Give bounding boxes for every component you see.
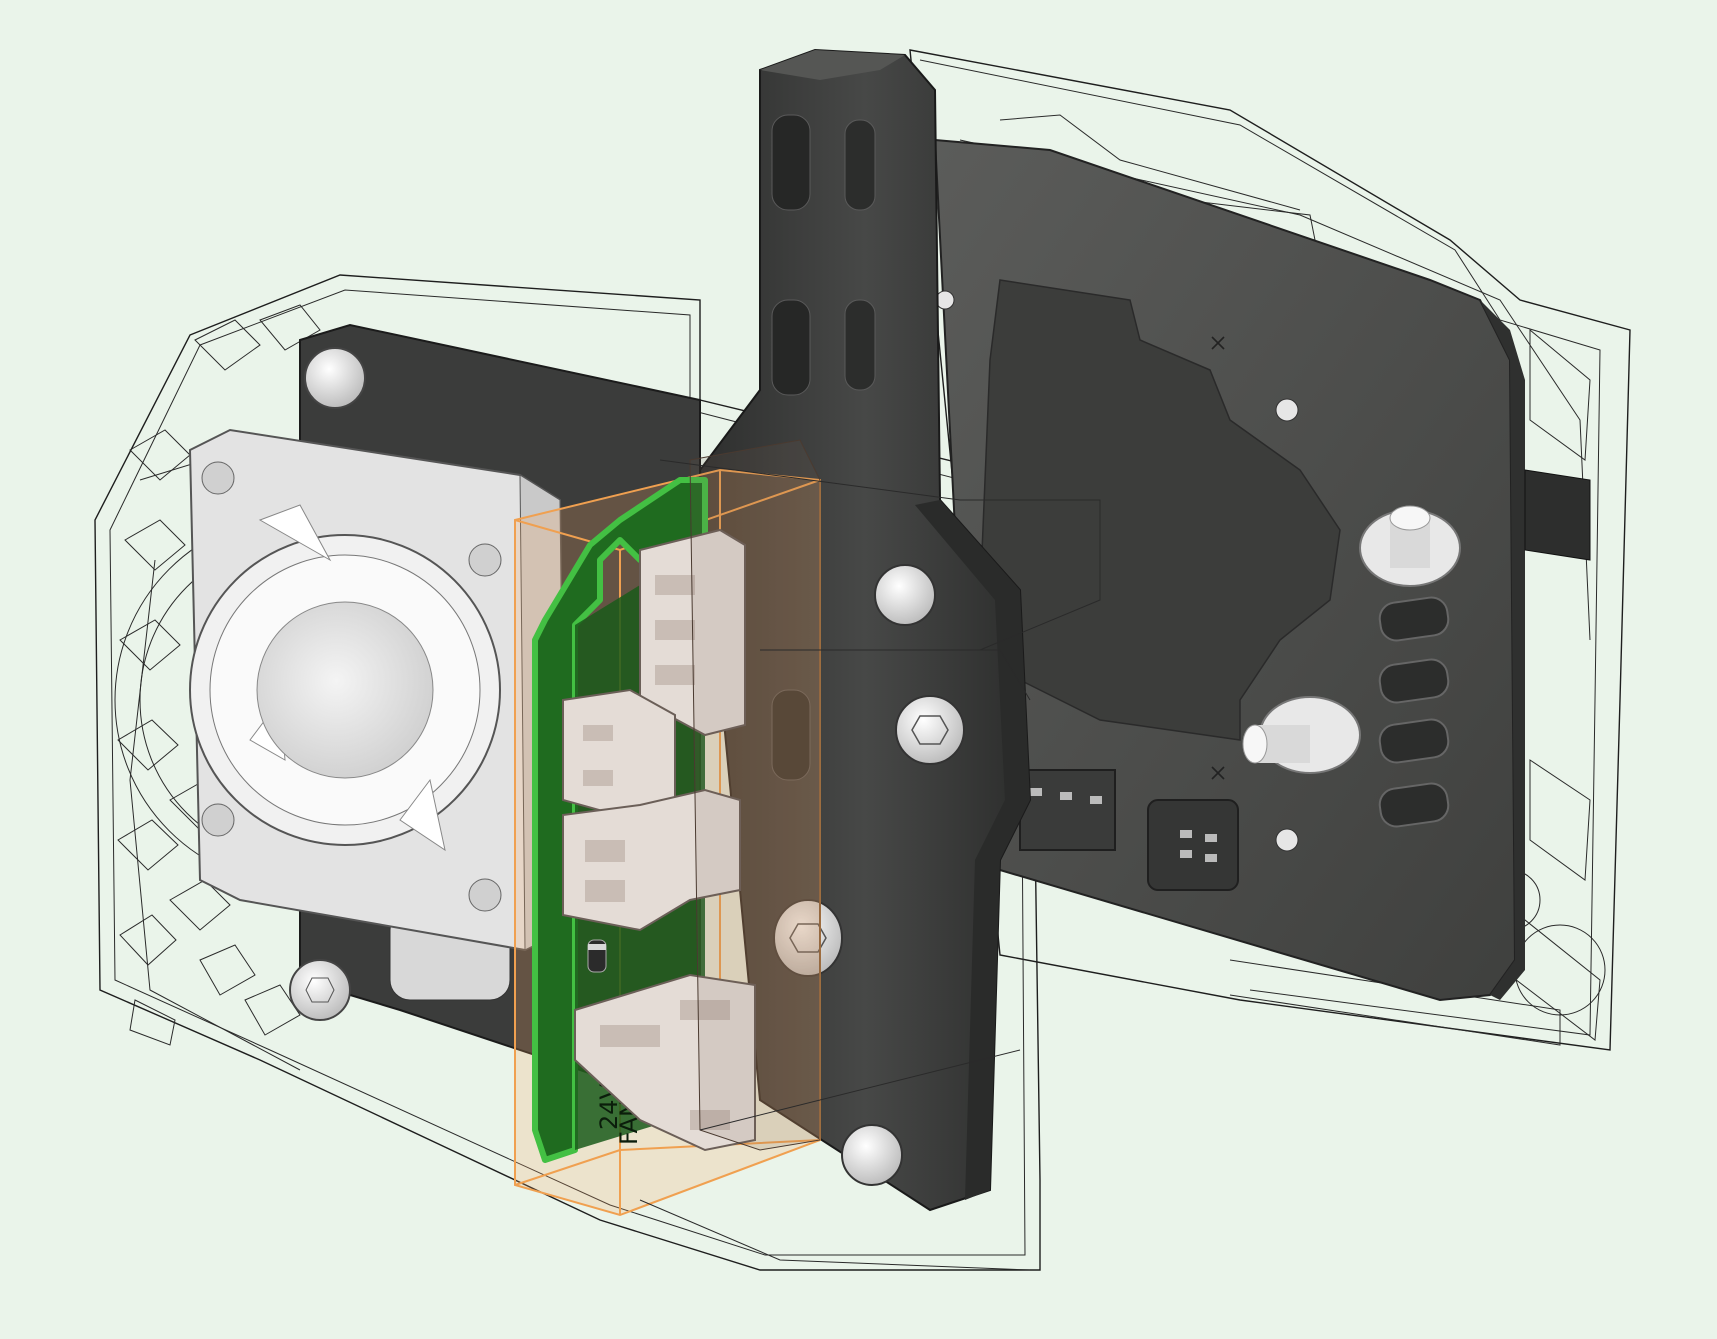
fan-icon[interactable]: [188, 428, 567, 952]
screw-icon[interactable]: [773, 899, 843, 977]
screw-icon[interactable]: [841, 1124, 903, 1186]
diode: [587, 939, 607, 973]
point-marker-icon: [1211, 766, 1225, 780]
cable-duct-ghost: [689, 439, 821, 1151]
screw-icon[interactable]: [289, 959, 351, 1021]
standoff-bottom[interactable]: [1242, 696, 1361, 774]
standoff-top[interactable]: [1359, 505, 1461, 587]
overlay-wireframe: [639, 459, 1101, 1271]
screw-icon[interactable]: [895, 695, 965, 765]
carriage-plate[interactable]: [933, 138, 1591, 1002]
connector-icon[interactable]: [574, 973, 756, 1152]
point-marker-icon: [1211, 336, 1225, 350]
connector-icon[interactable]: [562, 688, 676, 822]
screw-icon[interactable]: [304, 347, 366, 409]
screw-icon[interactable]: [874, 564, 936, 626]
